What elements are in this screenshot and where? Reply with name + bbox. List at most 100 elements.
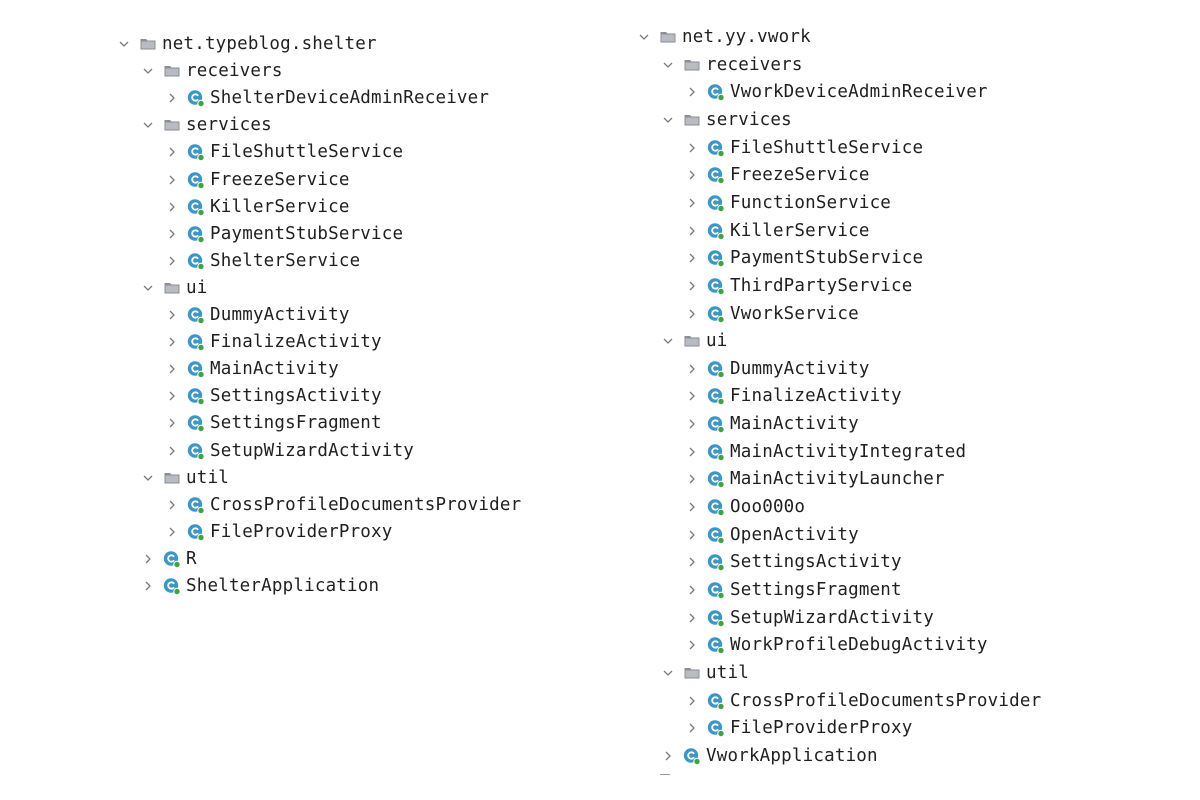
tree-class-vworkdeviceadminreceiver[interactable]: VworkDeviceAdminReceiver bbox=[684, 80, 988, 104]
tree-class-crossprofiledocumentsprovider[interactable]: CrossProfileDocumentsProvider bbox=[164, 493, 521, 517]
tree-class-fileshuttleservice[interactable]: FileShuttleService bbox=[684, 136, 923, 160]
chevron-down-icon[interactable] bbox=[140, 470, 156, 486]
folder-icon bbox=[163, 62, 181, 80]
tree-class-mainactivity[interactable]: MainActivity bbox=[164, 357, 339, 381]
tree-class-setupwizardactivity[interactable]: SetupWizardActivity bbox=[164, 439, 414, 463]
tree-class-vworkapplication[interactable]: VworkApplication bbox=[660, 744, 878, 768]
chevron-right-icon[interactable] bbox=[164, 415, 180, 431]
tree-class-shelterservice[interactable]: ShelterService bbox=[164, 249, 360, 273]
chevron-right-icon[interactable] bbox=[684, 637, 700, 653]
tree-class-fileshuttleservice[interactable]: FileShuttleService bbox=[164, 140, 403, 164]
chevron-down-icon[interactable] bbox=[140, 63, 156, 79]
chevron-right-icon[interactable] bbox=[684, 84, 700, 100]
chevron-right-icon[interactable] bbox=[164, 497, 180, 513]
tree-class-mainactivity[interactable]: MainActivity bbox=[684, 412, 859, 436]
tree-class-finalizeactivity[interactable]: FinalizeActivity bbox=[164, 330, 382, 354]
tree-class-paymentstubservice[interactable]: PaymentStubService bbox=[684, 246, 923, 270]
chevron-right-icon[interactable] bbox=[164, 253, 180, 269]
chevron-right-icon[interactable] bbox=[684, 223, 700, 239]
tree-class-settingsactivity[interactable]: SettingsActivity bbox=[684, 550, 902, 574]
tree-class-ooo000o[interactable]: Ooo000o bbox=[684, 495, 805, 519]
chevron-right-icon[interactable] bbox=[164, 144, 180, 160]
tree-class-settingsactivity[interactable]: SettingsActivity bbox=[164, 384, 382, 408]
tree-class-setupwizardactivity[interactable]: SetupWizardActivity bbox=[684, 606, 934, 630]
chevron-right-icon[interactable] bbox=[684, 140, 700, 156]
tree-package-util[interactable]: util bbox=[660, 661, 749, 685]
chevron-right-icon[interactable] bbox=[164, 226, 180, 242]
tree-class-mainactivitylauncher[interactable]: MainActivityLauncher bbox=[684, 467, 945, 491]
chevron-down-icon[interactable] bbox=[660, 665, 676, 681]
chevron-right-icon[interactable] bbox=[164, 388, 180, 404]
tree-package-ui[interactable]: ui bbox=[660, 329, 727, 353]
tree-class-thirdpartyservice[interactable]: ThirdPartyService bbox=[684, 274, 913, 298]
tree-package-net-yy-vwork[interactable]: net.yy.vwork bbox=[636, 25, 811, 49]
tree-class-functionservice[interactable]: FunctionService bbox=[684, 191, 891, 215]
chevron-right-icon[interactable] bbox=[684, 416, 700, 432]
tree-class-settingsfragment[interactable]: SettingsFragment bbox=[164, 411, 382, 435]
tree-class-fileproviderproxy[interactable]: FileProviderProxy bbox=[684, 716, 913, 740]
chevron-right-icon[interactable] bbox=[684, 527, 700, 543]
chevron-right-icon[interactable] bbox=[164, 443, 180, 459]
tree-package-util[interactable]: util bbox=[140, 466, 229, 490]
chevron-down-icon[interactable] bbox=[140, 280, 156, 296]
chevron-right-icon[interactable] bbox=[164, 334, 180, 350]
tree-class-killerservice[interactable]: KillerService bbox=[164, 195, 350, 219]
chevron-right-icon[interactable] bbox=[684, 167, 700, 183]
chevron-down-icon[interactable] bbox=[116, 36, 132, 52]
chevron-down-icon[interactable] bbox=[660, 112, 676, 128]
chevron-right-icon[interactable] bbox=[164, 361, 180, 377]
chevron-right-icon[interactable] bbox=[684, 499, 700, 515]
tree-class-dummyactivity[interactable]: DummyActivity bbox=[684, 357, 870, 381]
chevron-right-icon[interactable] bbox=[684, 693, 700, 709]
tree-class-finalizeactivity[interactable]: FinalizeActivity bbox=[684, 384, 902, 408]
chevron-right-icon[interactable] bbox=[684, 582, 700, 598]
chevron-right-icon[interactable] bbox=[164, 524, 180, 540]
tree-class-killerservice[interactable]: KillerService bbox=[684, 219, 870, 243]
tree-package-ui[interactable]: ui bbox=[140, 276, 207, 300]
tree-package-services[interactable]: services bbox=[660, 108, 792, 132]
tree-class-shelterapplication[interactable]: ShelterApplication bbox=[140, 574, 379, 598]
tree-class-shelterdeviceadminreceiver[interactable]: ShelterDeviceAdminReceiver bbox=[164, 86, 489, 110]
chevron-right-icon[interactable] bbox=[684, 610, 700, 626]
tree-class-mainactivityintegrated[interactable]: MainActivityIntegrated bbox=[684, 440, 966, 464]
chevron-right-icon[interactable] bbox=[140, 551, 156, 567]
tree-class-workprofiledebugactivity[interactable]: WorkProfileDebugActivity bbox=[684, 633, 988, 657]
chevron-right-icon[interactable] bbox=[684, 195, 700, 211]
tree-node-label: PaymentStubService bbox=[730, 248, 924, 268]
folder-icon bbox=[163, 279, 181, 297]
chevron-down-icon[interactable] bbox=[140, 117, 156, 133]
tree-package-receivers[interactable]: receivers bbox=[140, 59, 283, 83]
chevron-down-icon[interactable] bbox=[660, 57, 676, 73]
tree-package-services[interactable]: services bbox=[140, 113, 272, 137]
tree-class-r[interactable]: R bbox=[140, 547, 197, 571]
chevron-right-icon[interactable] bbox=[684, 278, 700, 294]
chevron-right-icon[interactable] bbox=[684, 720, 700, 736]
tree-class-crossprofiledocumentsprovider[interactable]: CrossProfileDocumentsProvider bbox=[684, 689, 1041, 713]
tree-class-fileproviderproxy[interactable]: FileProviderProxy bbox=[164, 520, 393, 544]
chevron-right-icon[interactable] bbox=[164, 90, 180, 106]
tree-class-freezeservice[interactable]: FreezeService bbox=[164, 168, 350, 192]
chevron-right-icon[interactable] bbox=[684, 444, 700, 460]
folder-icon bbox=[163, 116, 181, 134]
tree-class-settingsfragment[interactable]: SettingsFragment bbox=[684, 578, 902, 602]
tree-package-receivers[interactable]: receivers bbox=[660, 53, 803, 77]
chevron-right-icon[interactable] bbox=[684, 306, 700, 322]
chevron-right-icon[interactable] bbox=[684, 361, 700, 377]
chevron-right-icon[interactable] bbox=[164, 199, 180, 215]
tree-class-paymentstubservice[interactable]: PaymentStubService bbox=[164, 222, 403, 246]
chevron-right-icon[interactable] bbox=[164, 307, 180, 323]
chevron-right-icon[interactable] bbox=[660, 748, 676, 764]
tree-class-freezeservice[interactable]: FreezeService bbox=[684, 163, 870, 187]
tree-class-openactivity[interactable]: OpenActivity bbox=[684, 523, 859, 547]
chevron-right-icon[interactable] bbox=[684, 388, 700, 404]
chevron-down-icon[interactable] bbox=[636, 29, 652, 45]
chevron-down-icon[interactable] bbox=[660, 333, 676, 349]
tree-class-vworkservice[interactable]: VworkService bbox=[684, 302, 859, 326]
tree-package-net-typeblog-shelter[interactable]: net.typeblog.shelter bbox=[116, 32, 377, 56]
chevron-right-icon[interactable] bbox=[684, 471, 700, 487]
chevron-right-icon[interactable] bbox=[140, 578, 156, 594]
tree-class-dummyactivity[interactable]: DummyActivity bbox=[164, 303, 350, 327]
chevron-right-icon[interactable] bbox=[684, 554, 700, 570]
chevron-right-icon[interactable] bbox=[164, 172, 180, 188]
chevron-right-icon[interactable] bbox=[684, 250, 700, 266]
